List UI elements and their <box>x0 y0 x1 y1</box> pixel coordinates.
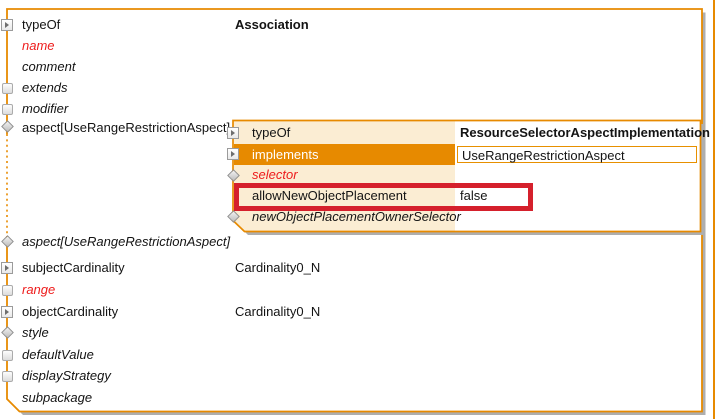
expand-icon[interactable] <box>1 262 13 274</box>
expand-arrow-icon <box>231 151 235 157</box>
row-typeof[interactable]: typeOf <box>22 17 61 32</box>
popup-border <box>232 119 702 233</box>
row-subjectcardinality[interactable]: subjectCardinality <box>22 260 125 275</box>
row-objectcardinality-value[interactable]: Cardinality0_N <box>235 304 321 319</box>
expand-icon[interactable] <box>1 19 13 31</box>
row-displaystrategy[interactable]: displayStrategy <box>22 368 111 383</box>
popup-row-allownewobjectplacement[interactable]: allowNewObjectPlacement <box>252 188 407 203</box>
property-square-icon[interactable] <box>2 104 13 115</box>
expand-icon[interactable] <box>1 306 13 318</box>
row-aspect-1[interactable]: aspect[UseRangeRestrictionAspect] <box>22 120 231 135</box>
popup-row-typeof-value[interactable]: ResourceSelectorAspectImplementation <box>460 125 710 140</box>
expand-arrow-icon <box>5 22 9 28</box>
implements-value-input[interactable]: UseRangeRestrictionAspect <box>457 146 697 163</box>
property-square-icon[interactable] <box>2 83 13 94</box>
popup-row-selector[interactable]: selector <box>252 167 298 182</box>
highlight-rectangle <box>234 183 533 211</box>
popup-row-implements[interactable]: implements <box>234 144 455 165</box>
row-subpackage[interactable]: subpackage <box>22 390 93 405</box>
expand-icon[interactable] <box>227 148 239 160</box>
row-comment[interactable]: comment <box>22 59 76 74</box>
row-name[interactable]: name <box>22 38 55 53</box>
row-subjectcardinality-value[interactable]: Cardinality0_N <box>235 260 321 275</box>
border-cover <box>3 134 11 236</box>
popup-row-newobjectplacementownerselector[interactable]: newObjectPlacementOwnerSelector <box>252 209 461 224</box>
property-square-icon[interactable] <box>2 350 13 361</box>
row-range[interactable]: range <box>22 282 56 297</box>
expand-arrow-icon <box>5 265 9 271</box>
canvas-right-border <box>713 0 715 419</box>
row-style[interactable]: style <box>22 325 49 340</box>
expand-icon[interactable] <box>227 127 239 139</box>
row-extends[interactable]: extends <box>22 80 68 95</box>
popup-row-allownewobjectplacement-value[interactable]: false <box>460 188 488 203</box>
expand-arrow-icon <box>5 309 9 315</box>
row-defaultvalue[interactable]: defaultValue <box>22 347 94 362</box>
row-objectcardinality[interactable]: objectCardinality <box>22 304 119 319</box>
popup-row-typeof[interactable]: typeOf <box>252 125 291 140</box>
popup-value-column <box>455 120 701 232</box>
property-square-icon[interactable] <box>2 285 13 296</box>
property-square-icon[interactable] <box>2 371 13 382</box>
row-typeof-value[interactable]: Association <box>235 17 309 32</box>
expand-arrow-icon <box>231 130 235 136</box>
row-aspect-2[interactable]: aspect[UseRangeRestrictionAspect] <box>22 234 231 249</box>
row-modifier[interactable]: modifier <box>22 101 69 116</box>
